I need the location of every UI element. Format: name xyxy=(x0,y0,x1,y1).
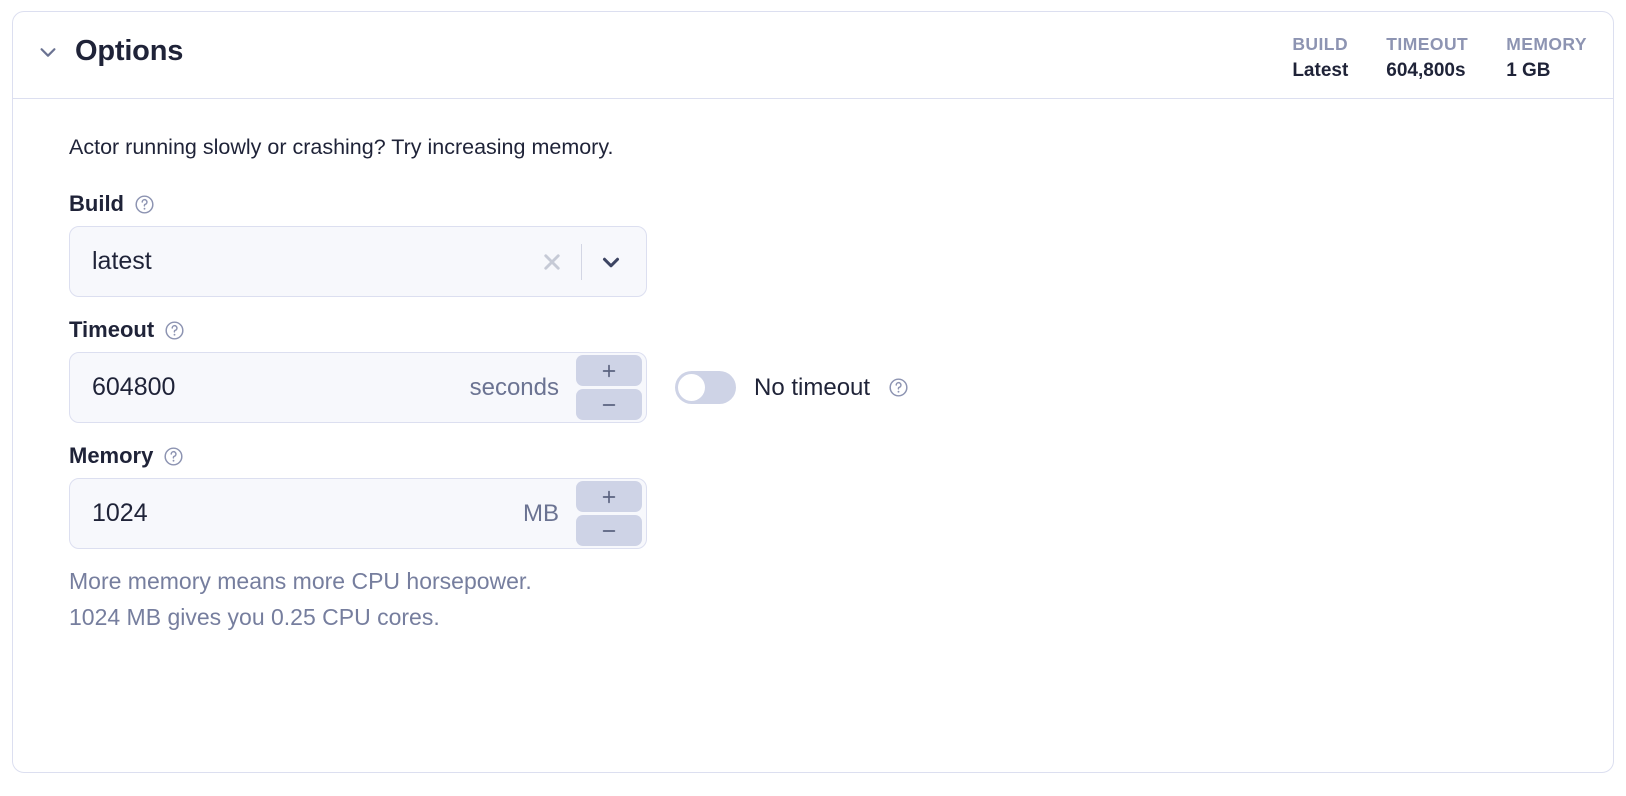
memory-label-row: Memory xyxy=(69,445,1589,467)
no-timeout-toggle-knob xyxy=(678,374,705,402)
build-label-row: Build xyxy=(69,193,1589,215)
panel-header: Options BUILD Latest TIMEOUT 604,800s ME… xyxy=(13,12,1613,99)
build-select[interactable] xyxy=(69,226,647,298)
stat-timeout-label: TIMEOUT xyxy=(1386,34,1469,54)
timeout-row: seconds xyxy=(69,351,1589,424)
memory-helper-line-2: 1024 MB gives you 0.25 CPU cores. xyxy=(69,604,440,631)
minus-icon xyxy=(602,403,616,406)
timeout-input-wrapper: seconds xyxy=(69,351,647,424)
memory-unit: MB xyxy=(523,499,559,527)
help-circle-icon[interactable] xyxy=(888,377,909,398)
stat-build-value: Latest xyxy=(1292,59,1349,81)
minus-icon xyxy=(602,529,616,532)
timeout-label: Timeout xyxy=(69,317,155,343)
no-timeout-label: No timeout xyxy=(754,373,871,401)
stat-timeout: TIMEOUT 604,800s xyxy=(1386,34,1468,83)
timeout-unit: seconds xyxy=(469,373,559,401)
timeout-label-row: Timeout xyxy=(69,319,1589,341)
help-circle-icon[interactable] xyxy=(163,446,184,467)
stat-timeout-value: 604,800s xyxy=(1386,59,1466,81)
help-circle-icon[interactable] xyxy=(134,194,155,215)
stat-build-label: BUILD xyxy=(1292,34,1349,54)
memory-input-wrapper: MB xyxy=(69,477,647,550)
timeout-decrement-button[interactable] xyxy=(576,389,642,421)
chevron-down-icon[interactable] xyxy=(598,249,624,275)
timeout-stepper xyxy=(572,351,646,424)
memory-helper-line-1: More memory means more CPU horsepower. xyxy=(69,568,532,595)
stat-build: BUILD Latest xyxy=(1292,34,1348,83)
memory-field-group: Memory MB xyxy=(69,445,1589,636)
stat-memory-label: MEMORY xyxy=(1506,34,1587,54)
chevron-down-icon xyxy=(40,47,56,57)
intro-text: Actor running slowly or crashing? Try in… xyxy=(69,135,614,159)
stat-memory-value: 1 GB xyxy=(1506,59,1551,81)
memory-increment-button[interactable] xyxy=(576,481,642,513)
build-label: Build xyxy=(69,191,124,217)
memory-stepper xyxy=(572,477,646,550)
build-select-value[interactable] xyxy=(70,246,537,278)
page-title: Options xyxy=(75,35,184,67)
timeout-field-group: Timeout seconds xyxy=(69,319,1589,424)
select-divider xyxy=(580,243,582,280)
panel-collapse-toggle[interactable]: Options xyxy=(37,37,183,66)
close-icon[interactable] xyxy=(537,247,567,277)
plus-icon xyxy=(602,490,616,503)
timeout-increment-button[interactable] xyxy=(576,355,642,387)
memory-label: Memory xyxy=(69,443,154,469)
stat-memory: MEMORY 1 GB xyxy=(1506,34,1587,83)
memory-input[interactable] xyxy=(70,498,523,530)
plus-icon xyxy=(602,364,616,377)
header-stats: BUILD Latest TIMEOUT 604,800s MEMORY 1 G… xyxy=(1292,34,1587,83)
no-timeout-toggle[interactable] xyxy=(675,371,736,405)
memory-helper-text: More memory means more CPU horsepower. 1… xyxy=(69,563,1589,636)
build-field-group: Build xyxy=(69,193,1589,298)
panel-body: Actor running slowly or crashing? Try in… xyxy=(13,99,1613,682)
help-circle-icon[interactable] xyxy=(164,320,185,341)
no-timeout-group: No timeout xyxy=(675,371,909,405)
memory-decrement-button[interactable] xyxy=(576,515,642,547)
options-panel: Options BUILD Latest TIMEOUT 604,800s ME… xyxy=(12,11,1614,773)
timeout-input[interactable] xyxy=(70,372,470,404)
